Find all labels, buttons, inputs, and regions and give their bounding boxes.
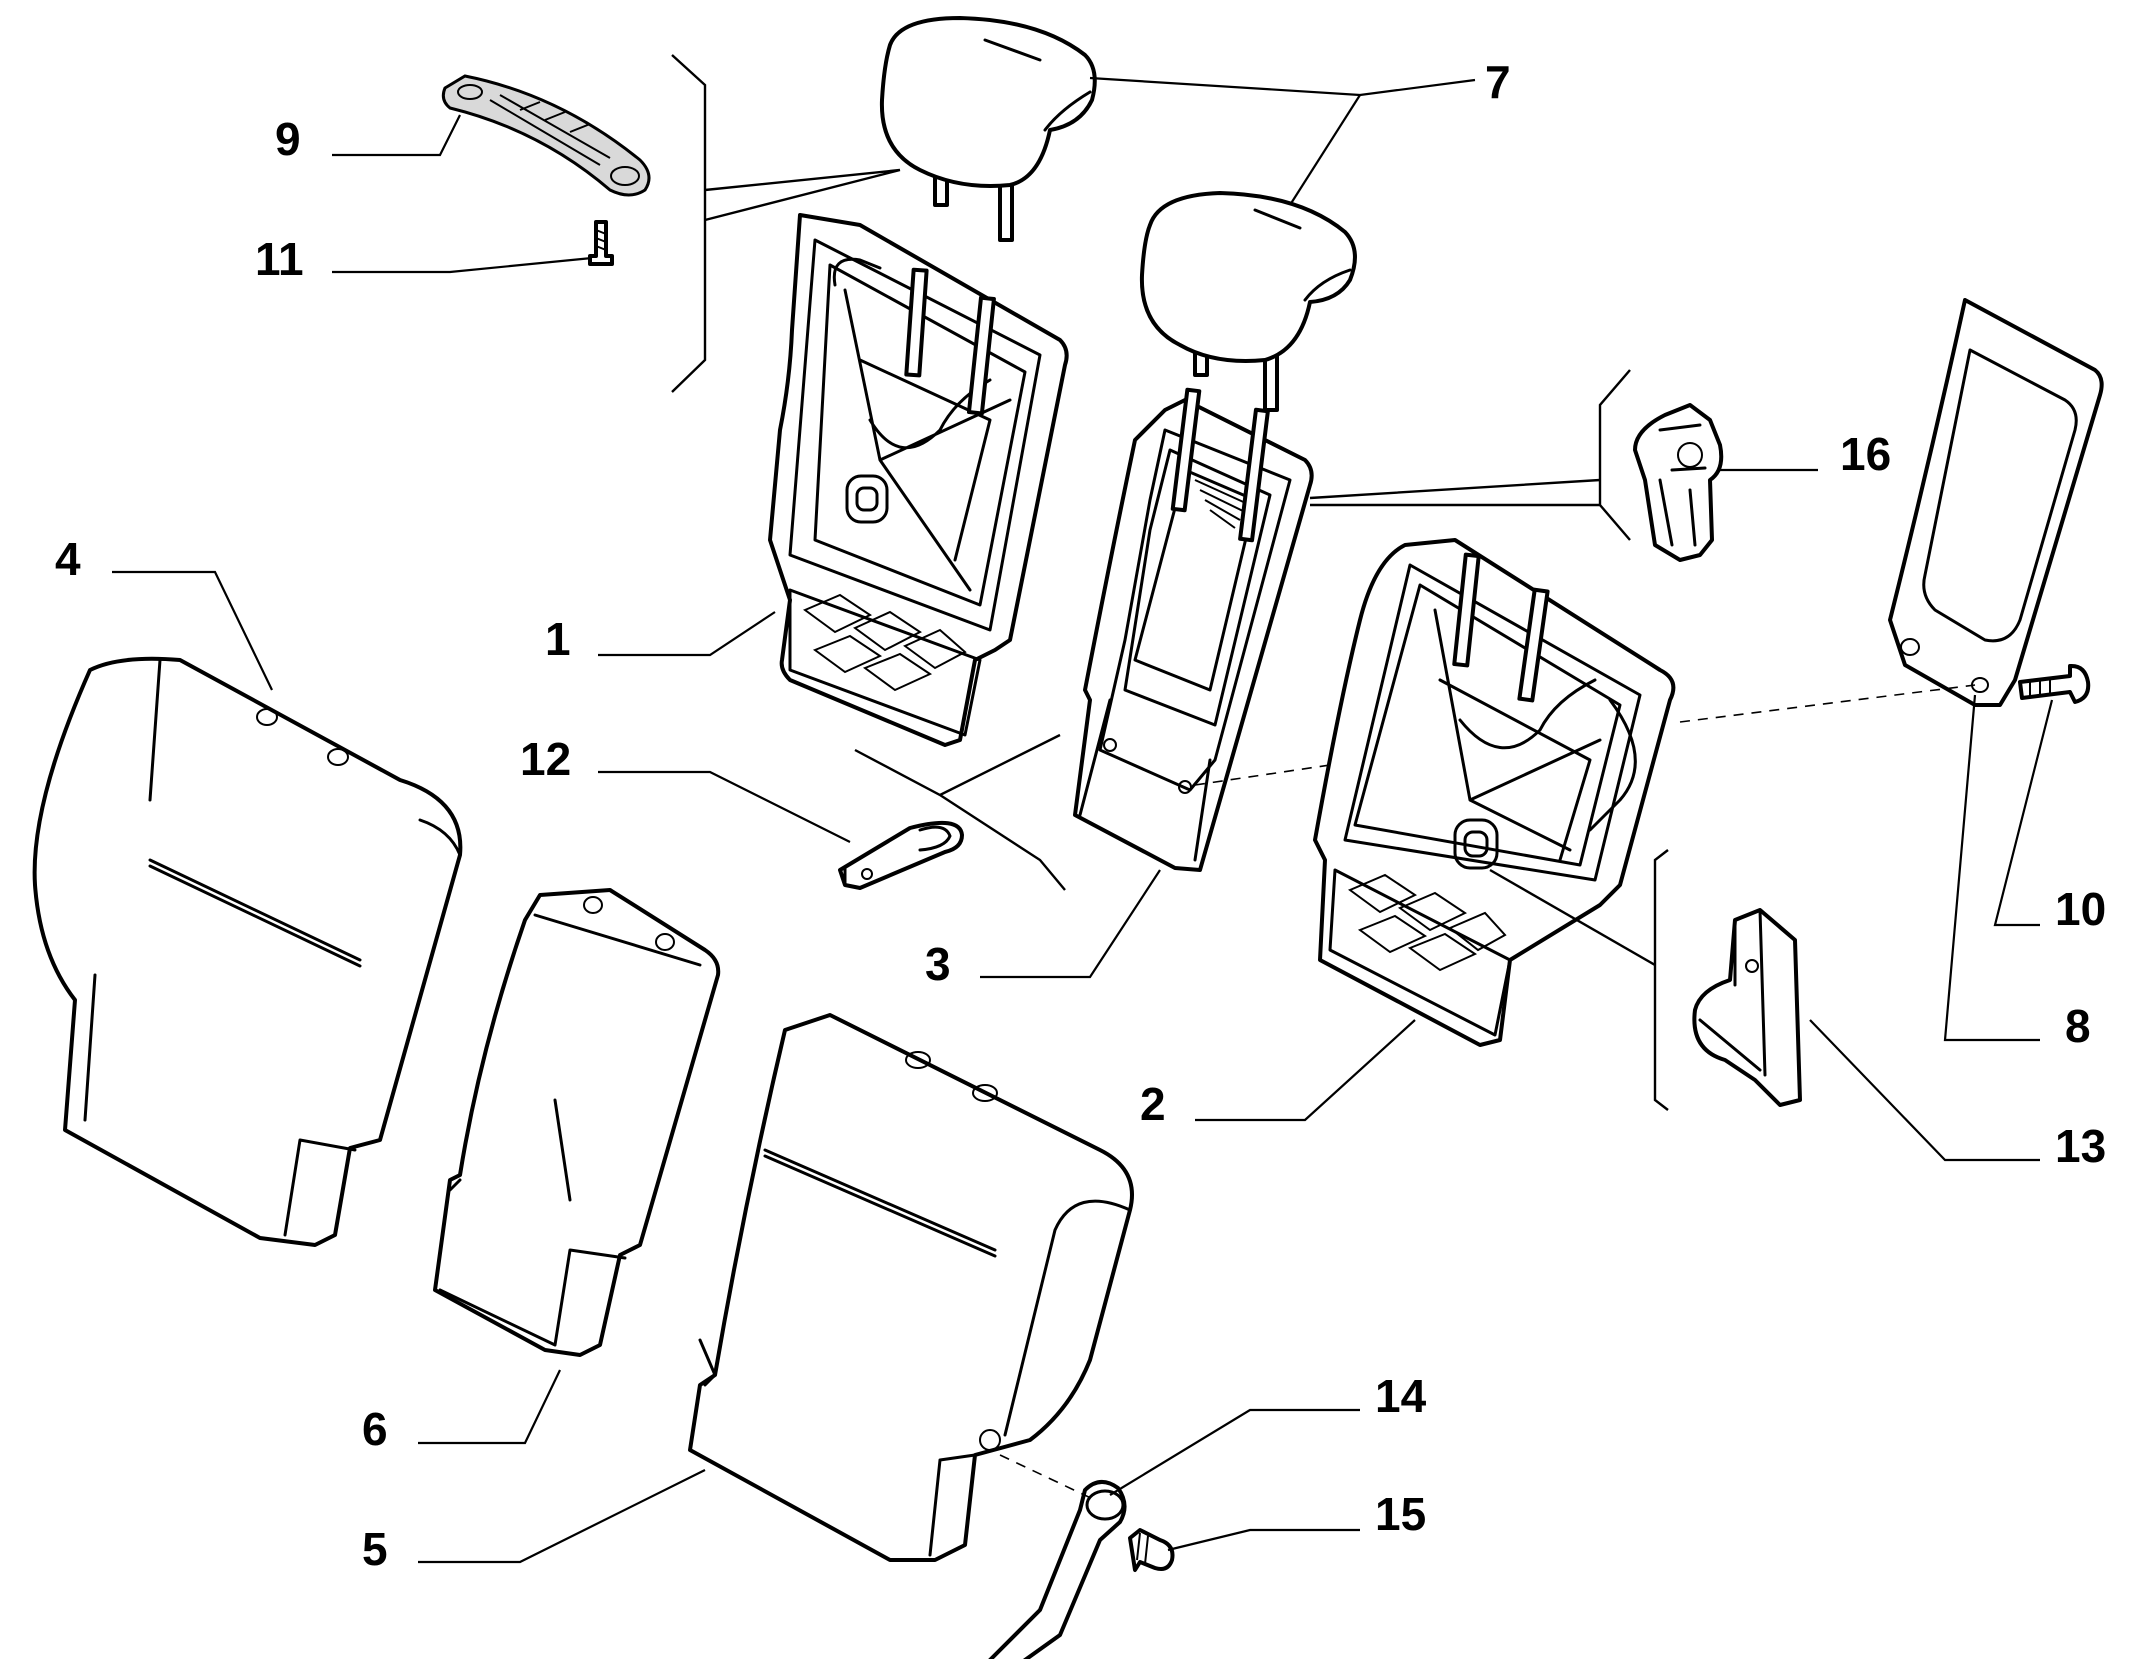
part-5-backrest-cover-right — [688, 1013, 1134, 1562]
part-12-clip — [838, 820, 964, 890]
leader-9 — [332, 114, 461, 157]
leader-4 — [112, 570, 273, 691]
part-2-backrest-frame-right — [1313, 538, 1676, 1047]
part-9-headrest-guide-trim — [441, 74, 651, 197]
callout-6: 6 — [362, 1403, 388, 1455]
callout-7: 7 — [1485, 56, 1511, 108]
callout-10: 10 — [2055, 883, 2106, 935]
leader-10 — [1993, 699, 2054, 927]
callout-2: 2 — [1140, 1078, 1166, 1130]
callout-16: 16 — [1840, 428, 1891, 480]
part-14-recliner-handle — [988, 1480, 1127, 1659]
leader-1 — [598, 611, 776, 657]
callout-8: 8 — [2065, 1000, 2091, 1052]
callout-13: 13 — [2055, 1120, 2106, 1172]
callout-1: 1 — [545, 613, 571, 665]
callout-11: 11 — [255, 233, 304, 285]
leader-lines — [112, 76, 2054, 1564]
leader-15 — [1167, 1528, 1360, 1552]
part-10-bolt — [2018, 663, 2091, 704]
part-13-bracket-block — [1692, 908, 1802, 1107]
callout-3: 3 — [925, 938, 951, 990]
leader-5 — [418, 1469, 706, 1564]
part-8-side-trim-panel — [1888, 298, 2104, 707]
leader-3 — [980, 869, 1161, 979]
callout-12: 12 — [520, 733, 571, 785]
leader-6 — [418, 1369, 561, 1445]
leader-13 — [1809, 1019, 2040, 1162]
callout-4: 4 — [55, 533, 81, 585]
part-7-headrest-upper — [879, 16, 1097, 242]
callout-14: 14 — [1375, 1370, 1427, 1422]
leader-7b — [1289, 94, 1361, 206]
callout-5: 5 — [362, 1523, 388, 1575]
part-3-backrest-center-panel — [1073, 387, 1314, 872]
part-7-headrest-lower — [1139, 191, 1357, 412]
part-11-screw — [588, 220, 614, 266]
leader-8 — [1943, 694, 2040, 1042]
leader-7 — [1089, 76, 1476, 97]
callout-9: 9 — [275, 113, 301, 165]
leader-14 — [1109, 1408, 1360, 1496]
part-15-screw — [1128, 1528, 1175, 1572]
leader-2 — [1195, 1019, 1416, 1122]
part-6-backrest-cover-center — [433, 888, 721, 1357]
alignment-lines — [999, 684, 1976, 1501]
part-1-backrest-frame-left — [768, 213, 1069, 747]
leader-12 — [598, 770, 851, 843]
assembly-brackets — [671, 54, 1669, 1111]
part-4-backrest-cover-left — [32, 656, 463, 1247]
callout-labels: 7 9 11 16 4 1 12 10 3 8 2 13 14 6 15 5 — [55, 56, 2106, 1575]
leader-11 — [332, 256, 593, 274]
callout-15: 15 — [1375, 1488, 1426, 1540]
part-16-latch — [1633, 403, 1724, 562]
